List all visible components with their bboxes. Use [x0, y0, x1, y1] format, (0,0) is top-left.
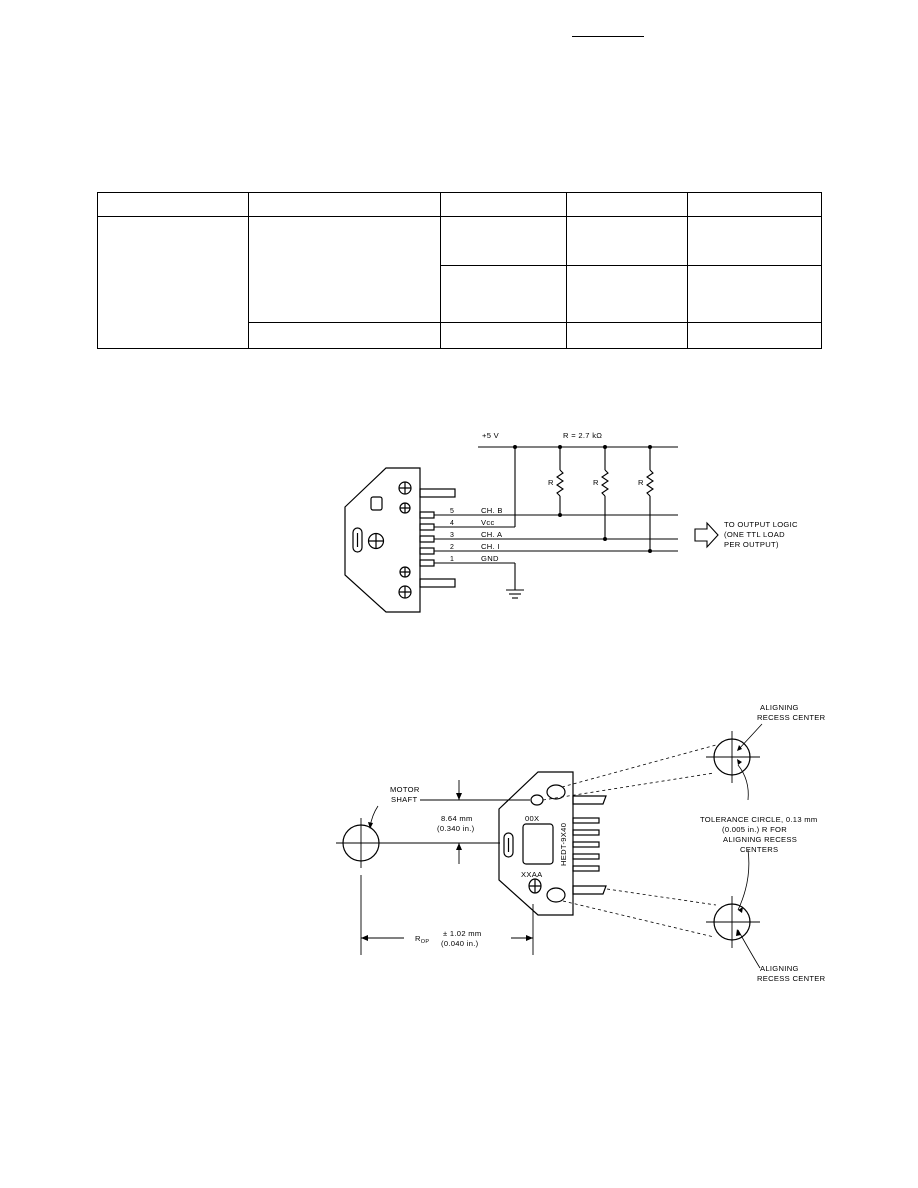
recess-icon [530, 794, 544, 806]
encoder-slot [503, 832, 514, 858]
screw-icon [399, 566, 411, 578]
offset-dimension: (0.340 in.) [437, 824, 475, 833]
mounting-tab [572, 795, 607, 805]
supply-label: +5 V [482, 431, 500, 440]
output-note: TO OUTPUT LOGIC [724, 520, 798, 529]
encoder-slot [352, 527, 363, 553]
output-note: (ONE TTL LOAD [724, 530, 785, 539]
rop-dimension: (0.040 in.) [441, 939, 479, 948]
pin [572, 817, 600, 824]
leader-line [737, 929, 761, 969]
resistor-symbol [556, 469, 564, 497]
encoder-module-body [344, 467, 421, 613]
table-cell [440, 216, 567, 266]
projection-line [542, 772, 715, 801]
date-code: 00X [525, 814, 539, 823]
recess-label: RECESS CENTER [757, 974, 826, 983]
table-cell [566, 322, 688, 349]
pin [572, 865, 600, 872]
recess-label: ALIGNING [760, 703, 799, 712]
recess-icon [546, 887, 566, 903]
screw-icon [398, 481, 412, 495]
pin-number: 3 [450, 532, 454, 539]
leader-line [737, 723, 763, 751]
mounting-tab [572, 885, 607, 895]
table-cell [248, 216, 441, 323]
resistor-symbol [646, 469, 654, 497]
screw-icon [399, 502, 411, 514]
table-cell [687, 322, 822, 349]
pin [572, 841, 600, 848]
projection-line [561, 744, 717, 788]
offset-dimension: 8.64 mm [441, 814, 473, 823]
resistor-label: R [638, 478, 644, 487]
tolerance-note: (0.005 in.) R FOR [722, 825, 787, 834]
tolerance-note: ALIGNING RECESS [723, 835, 797, 844]
lot-code: XXAA [521, 870, 543, 879]
screw-icon [528, 878, 542, 894]
tolerance-note: CENTERS [740, 845, 778, 854]
resistor-label: R [548, 478, 554, 487]
table-cell [687, 192, 822, 217]
resistor-symbol [601, 469, 609, 497]
table-row [97, 216, 822, 349]
mounting-tab [419, 578, 456, 588]
screw-icon [398, 585, 412, 599]
projection-line [562, 900, 715, 938]
table-row [98, 322, 822, 349]
recess-label: RECESS CENTER [757, 713, 826, 722]
pin-number: 2 [450, 544, 454, 551]
table-cell [440, 322, 567, 349]
table-row [98, 265, 822, 323]
pin-number: 5 [450, 508, 454, 515]
output-arrow-icon [694, 521, 719, 549]
rop-dimension: ± 1.02 mm [443, 929, 482, 938]
header-rule [572, 36, 644, 37]
pin-signal: CH. A [481, 530, 503, 539]
screw-icon [367, 532, 385, 550]
pin-signal: Vcc [481, 518, 495, 527]
leader-line [737, 849, 750, 911]
motor-shaft-label: MOTOR [390, 785, 420, 794]
projection-line [606, 888, 717, 906]
resistor-value-label: R = 2.7 kΩ [563, 431, 602, 440]
table-header-row [97, 192, 822, 217]
tolerance-note: TOLERANCE CIRCLE, 0.13 mm [700, 815, 818, 824]
encoder-window [522, 823, 554, 865]
pin [572, 829, 600, 836]
table-cell [440, 265, 567, 323]
motor-shaft-label: SHAFT [391, 795, 417, 804]
table-cell [97, 216, 249, 349]
resistor-label: R [593, 478, 599, 487]
recess-label: ALIGNING [760, 964, 799, 973]
leader-line [737, 764, 749, 801]
table-cell [248, 322, 441, 349]
pin-signal: CH. I [481, 542, 500, 551]
pin-number: 1 [450, 556, 454, 563]
table-cell [687, 265, 822, 323]
rop-label: ROP [415, 934, 429, 945]
recess-icon [546, 784, 566, 800]
pin-signal: CH. B [481, 506, 503, 515]
pin [572, 853, 600, 860]
table-cell [566, 216, 688, 266]
mounting-tab [419, 488, 456, 498]
spec-table [97, 192, 822, 349]
output-note: PER OUTPUT) [724, 540, 779, 549]
pin-number: 4 [450, 520, 454, 527]
part-number: HEDT-9X40 [559, 823, 568, 866]
encoder-module-body [498, 771, 574, 916]
pin-signal: GND [481, 554, 499, 563]
encoder-window [370, 496, 383, 511]
table-cell [566, 265, 688, 323]
